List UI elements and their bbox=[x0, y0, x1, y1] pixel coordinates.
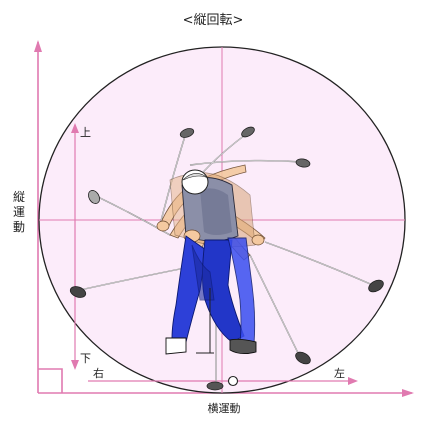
label-right: 右 bbox=[93, 366, 104, 380]
label-down: 下 bbox=[80, 352, 91, 365]
label-horizontal-motion: 横運動 bbox=[208, 401, 241, 415]
label-vertical-motion-3: 動 bbox=[13, 220, 25, 234]
diagram-title: <縦回転> bbox=[183, 13, 244, 28]
shirt-shading bbox=[200, 188, 232, 235]
golf-ball-icon bbox=[227, 375, 239, 387]
label-up: 上 bbox=[80, 126, 91, 139]
golfer-cap bbox=[182, 173, 209, 181]
pants bbox=[171, 235, 256, 345]
label-vertical-motion-1: 縦 bbox=[13, 190, 25, 204]
corner-square bbox=[38, 368, 63, 393]
club-heads bbox=[69, 126, 384, 391]
right-arrowhead-icon bbox=[348, 377, 358, 385]
label-vertical-motion-2: 運 bbox=[13, 205, 25, 219]
down-arrowhead-icon bbox=[71, 360, 79, 370]
shoes bbox=[165, 337, 257, 355]
label-left: 左 bbox=[334, 367, 345, 380]
up-arrowhead-icon bbox=[71, 123, 79, 133]
golfer-swing-figure-icon bbox=[69, 126, 384, 391]
vertical-axis-arrowhead bbox=[34, 40, 42, 52]
horizontal-axis-arrowhead bbox=[402, 389, 414, 397]
